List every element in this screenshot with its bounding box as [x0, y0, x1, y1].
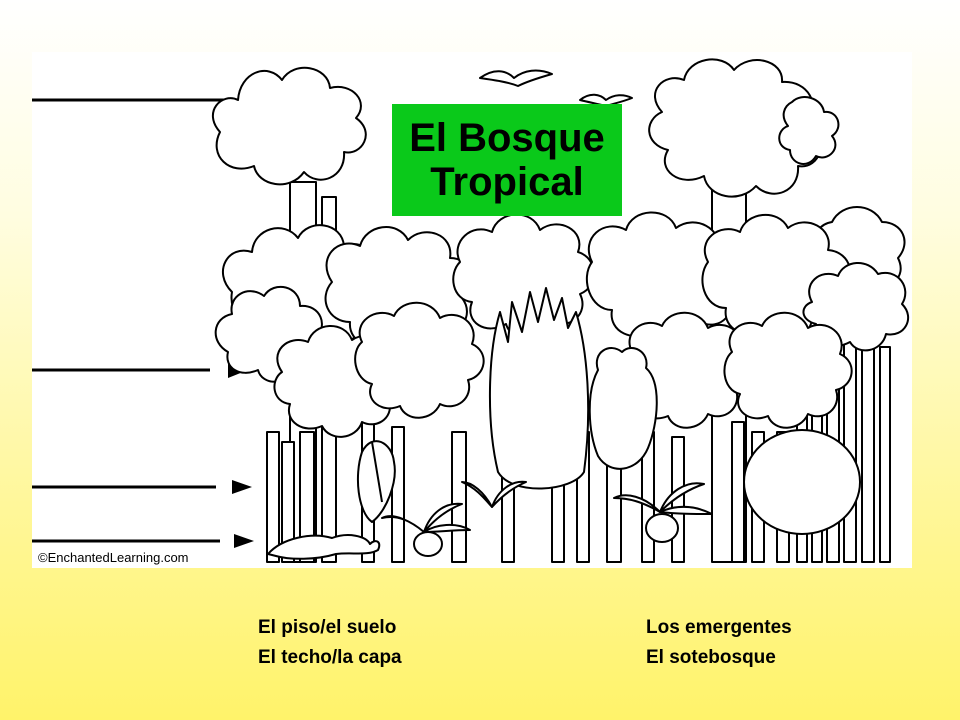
copyright-text: ©EnchantedLearning.com [38, 550, 189, 565]
word-bank-floor: El piso/el suelo [258, 617, 397, 638]
word-bank-canopy: El techo/la capa [258, 647, 402, 668]
arrow-canopy-layer [32, 362, 248, 378]
jaguar-silhouette [267, 534, 381, 560]
word-bank-emergent: Los emergentes [646, 617, 792, 638]
arrow-forest-floor [32, 534, 254, 548]
emergent-tree-crowns [212, 58, 906, 297]
floor-plants [381, 480, 713, 557]
title-box: El Bosque Tropical [392, 104, 622, 216]
canopy-foliage [214, 211, 909, 438]
bird-left [479, 69, 553, 87]
title-line-2: Tropical [430, 160, 584, 204]
title-line-1: El Bosque [409, 116, 605, 160]
understory-plants [356, 287, 861, 535]
arrow-understory-layer [32, 480, 252, 494]
word-bank-understory: El sotebosque [646, 647, 776, 668]
